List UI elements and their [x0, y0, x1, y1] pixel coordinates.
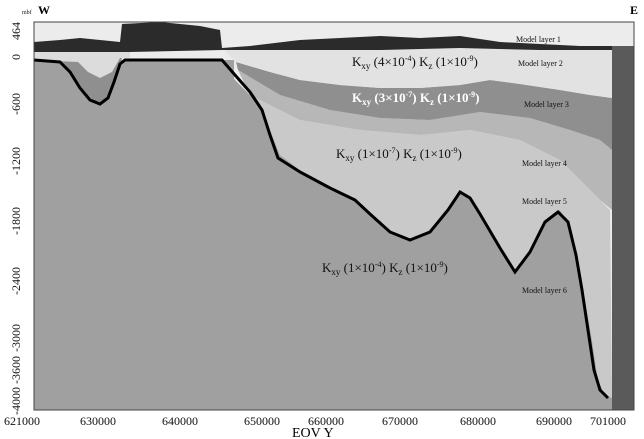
x-tick-label: 670000 — [382, 414, 418, 428]
layer5-body — [250, 95, 612, 398]
layer-label-4: Model layer 4 — [522, 159, 567, 168]
annotation-layer4: Kxy (1×10-7) Kz (1×10-9) — [336, 146, 462, 163]
svg-text:Kxy (3×10-7) Kz (1×10-9): Kxy (3×10-7) Kz (1×10-9) — [352, 90, 480, 107]
layer1-body — [34, 22, 612, 52]
annotation-layer3: Kxy (3×10-7) Kz (1×10-9) — [352, 90, 480, 107]
y-tick-label: -1200 — [9, 147, 23, 175]
x-tick-label: 680000 — [460, 414, 496, 428]
x-tick-label: 690000 — [536, 414, 572, 428]
layer2-west — [34, 50, 130, 78]
svg-text:Kxy (1×10-7) Kz (1×10-9): Kxy (1×10-7) Kz (1×10-9) — [336, 146, 462, 163]
east-wall — [612, 46, 634, 410]
y-tick-label: -1800 — [9, 207, 23, 235]
x-tick-label: 621000 — [4, 414, 40, 428]
layer3-body — [236, 62, 612, 150]
layer-label-1: Model layer 1 — [516, 35, 561, 44]
y-tick-label: 0 — [9, 54, 23, 60]
layer-label-6: Model layer 6 — [522, 286, 567, 295]
layer-label-3: Model layer 3 — [524, 100, 569, 109]
x-tick-label: 660000 — [308, 414, 344, 428]
x-tick-label: 640000 — [162, 414, 198, 428]
x-tick-label: 701000 — [590, 414, 626, 428]
x-axis-title: EOV Y — [292, 426, 334, 439]
x-axis: 621000 630000 640000 650000 660000 67000… — [4, 409, 634, 428]
y-tick-label: -2400 — [9, 267, 23, 295]
corner-unit: mbf — [22, 9, 32, 16]
layer-label-5: Model layer 5 — [522, 197, 567, 206]
x-tick-label: 650000 — [244, 414, 280, 428]
y-tick-label: -3600 — [9, 356, 23, 384]
annotation-layer2: Kxy (4×10-4) Kz (1×10-9) — [352, 54, 478, 71]
east-label: E — [630, 3, 638, 17]
y-axis: 464 0 -600 -1200 -1800 -2400 -3000 -3600… — [9, 22, 35, 415]
annotation-layer6: Kxy (1×10-4) Kz (1×10-9) — [322, 260, 448, 277]
basement-boundary-line — [33, 58, 610, 400]
y-tick-label: -3000 — [9, 324, 23, 352]
west-label: W — [38, 3, 50, 17]
y-tick-label: -600 — [9, 93, 23, 115]
svg-text:Kxy (4×10-4) Kz (1×10-9): Kxy (4×10-4) Kz (1×10-9) — [352, 54, 478, 71]
layer-label-2: Model layer 2 — [518, 59, 563, 68]
y-tick-label: -4000 — [9, 387, 23, 415]
layer6-west-block — [34, 60, 234, 360]
y-tick-label: 464 — [9, 22, 23, 40]
layer2-body — [222, 48, 612, 98]
svg-text:Kxy (1×10-4) Kz (1×10-9): Kxy (1×10-4) Kz (1×10-9) — [322, 260, 448, 277]
layer4-body — [238, 70, 612, 210]
x-tick-label: 630000 — [80, 414, 116, 428]
